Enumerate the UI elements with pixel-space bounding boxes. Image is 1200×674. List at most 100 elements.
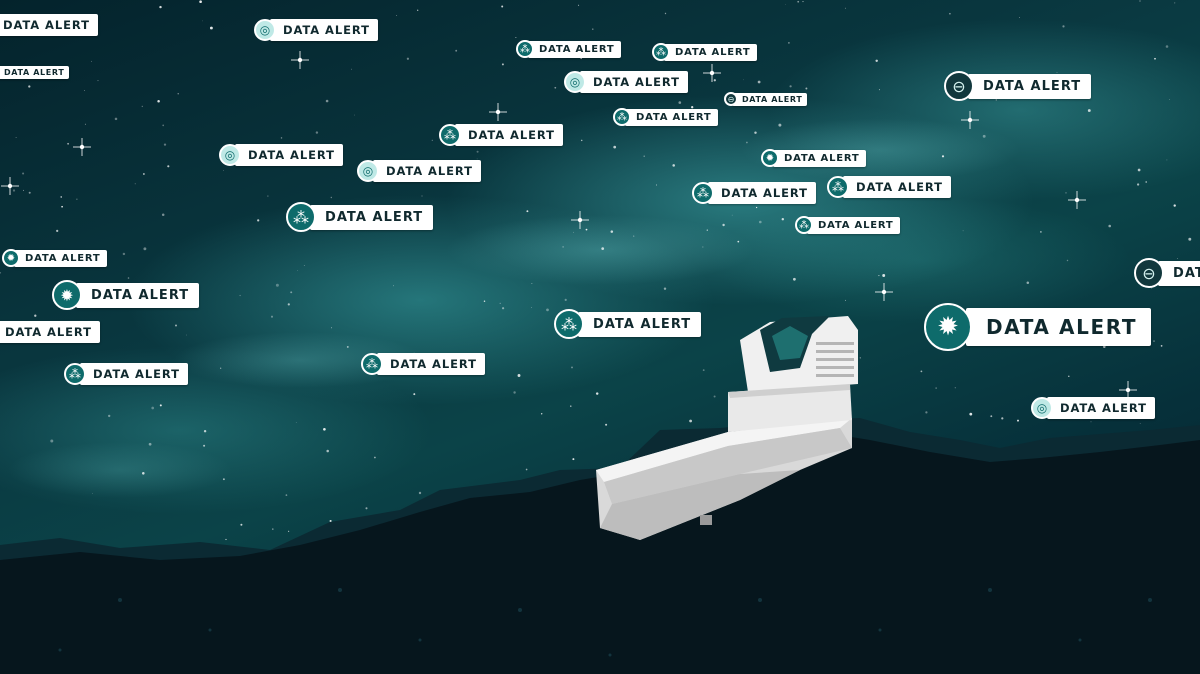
data-alert-badge[interactable]: ⁂ DATA ALERT — [692, 182, 816, 204]
data-alert-badge[interactable]: ⁂ DATA ALERT — [652, 43, 757, 61]
data-alert-badge[interactable]: DATA ALERT — [0, 321, 100, 343]
cell-icon: ⁂ — [516, 40, 534, 58]
star — [203, 444, 206, 447]
star — [580, 139, 583, 142]
star — [656, 184, 657, 186]
star — [34, 314, 37, 317]
data-alert-label: DATA ALERT — [455, 124, 563, 146]
bright-star — [73, 138, 91, 156]
data-alert-label: DATA ALERT — [664, 43, 757, 61]
star — [757, 80, 761, 84]
data-alert-badge[interactable]: ✹ DATA ALERT — [761, 149, 866, 167]
star — [1174, 2, 1176, 4]
data-alert-badge[interactable]: ⊖ DATA ALERT — [724, 92, 808, 106]
star — [275, 283, 279, 287]
star — [141, 105, 143, 108]
data-alert-label: DATA ALERT — [235, 144, 343, 166]
star — [240, 523, 243, 526]
data-alert-badge[interactable]: ⁂ DATA ALERT — [286, 202, 434, 232]
star — [159, 404, 162, 407]
star — [1173, 204, 1176, 207]
star — [175, 324, 177, 327]
star — [270, 315, 274, 318]
star — [483, 300, 486, 302]
data-alert-badge[interactable]: ⁂ DATA ALERT — [439, 124, 563, 146]
star — [108, 414, 111, 418]
star — [1056, 71, 1058, 73]
star — [1068, 375, 1070, 378]
star — [280, 137, 283, 139]
data-alert-badge[interactable]: ✹ DATA ALERT — [52, 280, 200, 310]
star — [396, 15, 398, 16]
data-alert-badge[interactable]: ◎ DATA ALERT — [219, 144, 343, 166]
bright-star — [961, 111, 979, 129]
star — [1108, 224, 1111, 228]
star — [476, 158, 478, 160]
data-alert-badge[interactable]: ⁂ DATA ALERT — [554, 309, 702, 339]
star — [882, 274, 886, 277]
star — [499, 302, 501, 304]
star — [758, 220, 762, 224]
star — [323, 427, 326, 431]
data-alert-badge[interactable]: ◎ DATA ALERT — [564, 71, 688, 93]
data-alert-badge[interactable]: ◎ DATA ALERT — [254, 19, 378, 41]
star — [702, 369, 705, 371]
star — [1153, 340, 1155, 342]
cell-icon: ⁂ — [652, 43, 670, 61]
data-alert-badge[interactable]: ⁂ DATA ALERT — [516, 40, 621, 58]
star — [754, 131, 757, 134]
cell-icon: ⁂ — [692, 182, 714, 204]
data-alert-badge[interactable]: ✹ DATA ALERT — [924, 303, 1152, 351]
star — [143, 247, 147, 251]
star — [781, 218, 784, 221]
star — [418, 491, 422, 495]
data-alert-badge[interactable]: ⁂ DATA ALERT — [613, 108, 718, 126]
star — [689, 419, 692, 423]
star — [515, 37, 517, 39]
data-alert-badge[interactable]: DATA ALERT — [0, 14, 98, 36]
star — [15, 136, 17, 138]
data-alert-badge[interactable]: ⁂ DATA ALERT — [795, 216, 900, 234]
data-alert-badge[interactable]: ⁂ DATA ALERT — [64, 363, 188, 385]
star — [413, 393, 416, 396]
star — [564, 298, 567, 302]
data-alert-label: DATA ALERT — [968, 73, 1092, 99]
data-alert-label: DATA ALERT — [0, 321, 100, 343]
data-alert-badge[interactable]: ⁂ DATA ALERT — [361, 353, 485, 375]
star — [1188, 237, 1192, 241]
star — [142, 472, 145, 475]
star — [982, 134, 986, 138]
data-alert-badge[interactable]: ⊖ DATA ALERT — [1134, 258, 1200, 288]
star — [802, 1, 804, 3]
star — [417, 9, 419, 11]
star — [678, 101, 682, 104]
star — [571, 366, 573, 369]
star — [393, 285, 394, 287]
cell-icon: ⁂ — [439, 124, 461, 146]
star — [610, 230, 614, 233]
data-alert-label: DATA ALERT — [625, 108, 718, 126]
star — [209, 26, 213, 30]
data-alert-badge[interactable]: ✹ DATA ALERT — [2, 249, 107, 267]
data-alert-badge[interactable]: ◎ DATA ALERT — [1031, 397, 1155, 419]
data-alert-label: DATA ALERT — [0, 66, 70, 79]
data-alert-badge[interactable]: DATA ALERT — [0, 66, 70, 79]
data-alert-badge[interactable]: ◎ DATA ALERT — [357, 160, 481, 182]
star — [578, 4, 580, 6]
star — [949, 12, 951, 15]
star — [755, 206, 758, 209]
data-alert-badge[interactable]: ⊖ DATA ALERT — [944, 71, 1092, 101]
star — [1176, 258, 1178, 260]
star — [969, 412, 973, 416]
data-alert-label: DATA ALERT — [80, 363, 188, 385]
data-alert-badge[interactable]: ⁂ DATA ALERT — [827, 176, 951, 198]
star — [290, 291, 293, 294]
star — [797, 0, 800, 3]
star — [643, 155, 645, 157]
star — [941, 155, 945, 158]
star — [1019, 17, 1020, 18]
star — [1139, 422, 1141, 424]
target-icon: ◎ — [564, 71, 586, 93]
star — [330, 196, 332, 199]
bright-star — [1119, 381, 1137, 399]
